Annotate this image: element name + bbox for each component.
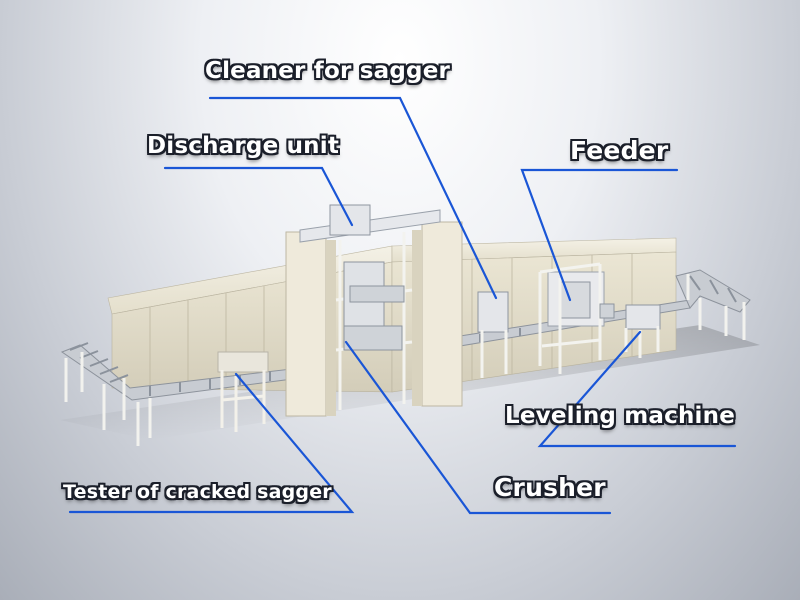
label-cleaner-for-sagger: Cleaner for sagger [205, 58, 451, 84]
label-leveling-machine: Leveling machine [505, 403, 736, 429]
leader-line-discharge [163, 166, 354, 227]
label-feeder: Feeder [570, 136, 669, 165]
leader-line-tester [68, 372, 355, 514]
leader-line-feeder [520, 168, 679, 302]
label-tester-of-cracked-sagger: Tester of cracked sagger [63, 481, 332, 503]
tester-frame [217, 351, 269, 432]
leader-line-crusher [344, 340, 612, 515]
discharge-tower [285, 204, 463, 417]
label-crusher: Crusher [494, 473, 606, 502]
leader-line-cleaner [208, 96, 498, 300]
cleaner-stand [477, 291, 509, 378]
label-discharge-unit: Discharge unit [147, 133, 340, 159]
feeder-frame [538, 262, 615, 374]
leader-line-leveling [537, 330, 737, 448]
